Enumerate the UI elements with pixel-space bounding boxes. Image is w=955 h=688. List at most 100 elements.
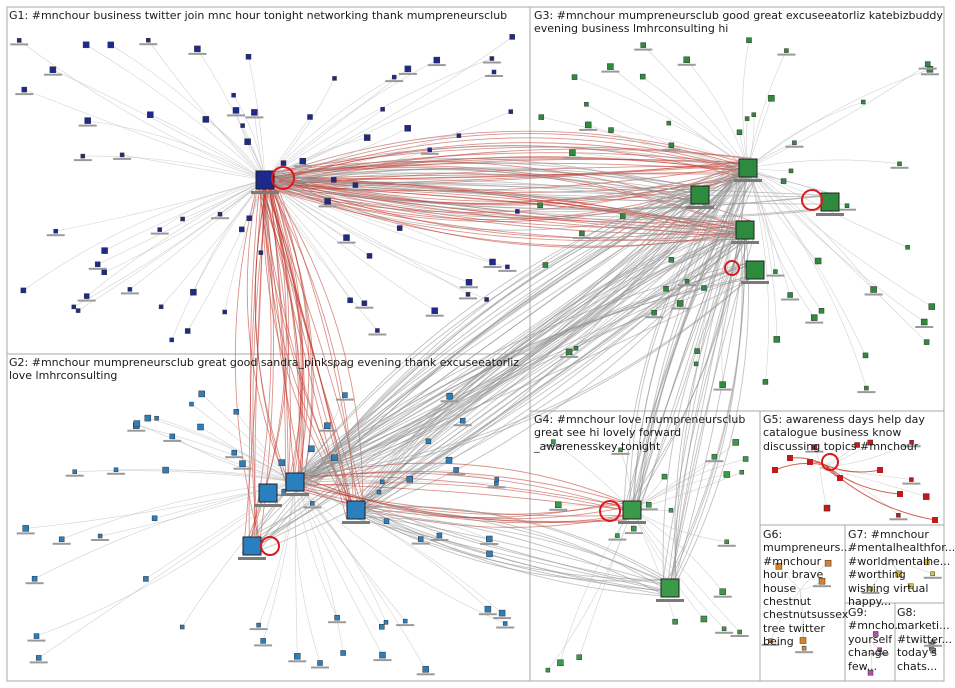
g3-node-label-47 [677, 63, 696, 66]
g3-node-4 [870, 286, 877, 293]
g5-red-node-2 [877, 467, 883, 473]
g9-node-label-2 [870, 652, 889, 655]
g4-node-21 [721, 626, 727, 632]
g2-node-4 [239, 460, 246, 467]
g2-node-label-7 [493, 617, 512, 620]
g5-red-node-1 [807, 459, 813, 465]
g4-node-8 [672, 618, 678, 625]
g6-node-3 [775, 563, 783, 570]
g1-node-49 [184, 328, 191, 334]
g3-node-1 [792, 140, 797, 145]
g2-node-1 [494, 481, 499, 486]
g1-node-9 [202, 116, 210, 123]
g4-node-label-19 [624, 532, 643, 535]
g3-node-49 [924, 61, 931, 67]
g5-red-node-3 [897, 491, 903, 497]
g1-node-15 [157, 227, 162, 232]
g1-node-26 [396, 225, 403, 231]
g6-node-2 [818, 577, 826, 585]
g2-node-label-32 [163, 439, 182, 442]
g1-node-54 [94, 261, 101, 268]
g4-node-label-10 [639, 508, 658, 511]
g1-node-10 [505, 264, 510, 270]
g3-node-28 [920, 318, 928, 326]
g3-node-11 [814, 257, 822, 265]
g1-node-43 [363, 134, 371, 141]
edge-layer [19, 36, 936, 673]
g2-node-7 [498, 609, 506, 617]
g1-node-37 [190, 288, 197, 296]
g3-node-32 [607, 63, 614, 70]
g2-node-32 [169, 433, 176, 440]
g1-node-48 [101, 269, 107, 276]
g1-node-69 [343, 234, 350, 241]
g1-node-60 [307, 114, 313, 120]
g3-node-12 [701, 285, 707, 291]
g1-node-67 [158, 304, 164, 310]
g8-node-0 [930, 647, 936, 654]
g3-node-51 [897, 161, 902, 167]
g1-node-7 [465, 292, 471, 297]
g3-node-3 [784, 48, 789, 53]
g4-node-label-15 [544, 444, 563, 447]
g2-node-label-19 [318, 429, 337, 432]
g1-node-label-59 [188, 52, 207, 55]
g2-node-57 [179, 624, 185, 630]
hub-g4-a [622, 500, 642, 520]
g1-node-46 [509, 34, 515, 40]
self-loop-4 [821, 453, 839, 471]
g3-node-40 [663, 285, 669, 292]
g2-node-label-53 [447, 473, 466, 476]
g1-node-28 [404, 125, 411, 132]
g1-node-label-63 [78, 124, 97, 127]
g2-node-6 [342, 392, 348, 398]
g1-node-14 [217, 211, 223, 217]
g2-node-35 [162, 466, 169, 474]
g3-node-18 [744, 116, 750, 121]
g2-node-label-27 [440, 400, 459, 403]
hub-g3-d [820, 192, 840, 212]
hub-g2-a-label [281, 493, 309, 496]
g3-node-label-21 [579, 128, 598, 131]
g1-node-label-35 [398, 72, 417, 75]
g1-node-label-45 [318, 205, 337, 208]
g1-node-18 [222, 309, 227, 315]
g2-node-24 [379, 651, 386, 659]
g2-node-52 [402, 618, 408, 624]
g2-node-27 [446, 392, 453, 400]
g2-node-label-21 [25, 582, 44, 585]
g3-node-label-44 [766, 274, 785, 277]
g2-node-label-58 [225, 456, 244, 459]
hub-g2-b-label [342, 521, 370, 524]
g1-node-39 [239, 226, 245, 233]
g1-node-66 [375, 328, 380, 333]
hub-g3-c [690, 185, 710, 205]
g1-node-17 [433, 56, 441, 64]
g1-node-13 [180, 216, 185, 222]
g5-node-3 [867, 439, 873, 446]
g1-node-65 [20, 287, 27, 294]
g3-node-33 [736, 129, 743, 136]
g3-node-label-13 [671, 307, 690, 310]
g2-node-2 [484, 605, 492, 613]
g2-node-44 [417, 536, 424, 542]
g1-node-40 [299, 157, 307, 165]
g3-node-27 [565, 348, 573, 356]
g4-node-6 [739, 469, 745, 475]
g3-node-label-17 [662, 148, 681, 151]
g4-node-label-16 [549, 508, 568, 511]
g3-node-47 [683, 56, 690, 64]
g1-node-38 [366, 253, 373, 259]
g4-node-7 [576, 654, 582, 660]
g4-node-label-12 [705, 460, 724, 463]
g1-node-31 [427, 147, 432, 153]
g1-node-label-29 [227, 114, 245, 117]
g1-node-63 [84, 117, 91, 124]
g3-node-35 [608, 127, 614, 133]
g3-node-42 [810, 314, 818, 321]
g3-node-label-22 [838, 208, 856, 211]
g9-node-0 [867, 670, 874, 676]
g4-node-0 [668, 508, 674, 513]
g1-node-44 [251, 109, 258, 116]
g3-node-label-7 [634, 48, 653, 51]
